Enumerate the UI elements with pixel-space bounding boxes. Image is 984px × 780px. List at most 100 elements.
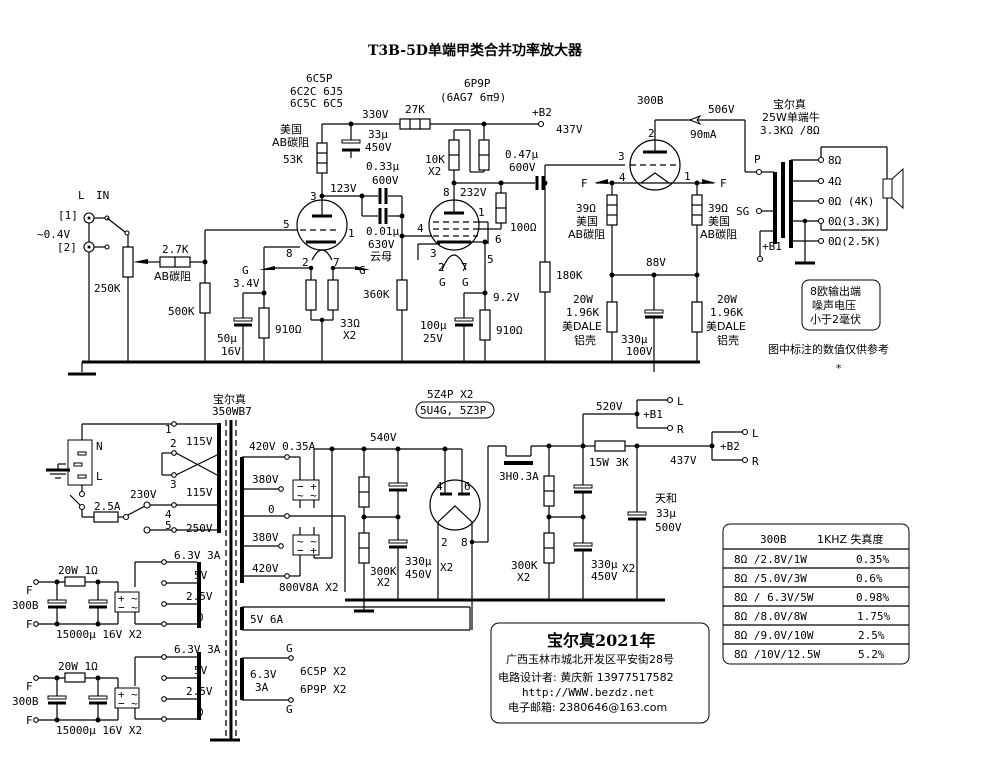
distortion-table: 300B 1KHZ 失真度 8Ω /2.8V/1W 0.35% 8Ω /5.0V… <box>722 523 910 665</box>
coupling-cap1-v: 600V <box>372 174 399 187</box>
input-level-label: ~0.4V <box>37 228 70 241</box>
psu-cap-top <box>388 482 408 487</box>
fs1-f-terminal-top[interactable] <box>33 579 39 585</box>
fs1-f-terminal-bottom[interactable] <box>33 621 39 627</box>
final-cap-label: 33μ <box>656 507 676 520</box>
supply-cap-label: 33μ <box>368 128 388 141</box>
ot-tap-25k-terminal[interactable] <box>817 237 825 245</box>
bridge-rectifier-1-icon <box>292 479 320 501</box>
pt-primary-v-1: 115V <box>186 435 213 448</box>
pt-primary-v-2: 115V <box>186 486 213 499</box>
credits-email[interactable]: 电子邮箱: 2380646@163.com <box>508 700 667 714</box>
g-terminal <box>288 655 294 661</box>
stage1-plate-res-note1: 美国 <box>280 123 302 136</box>
fil-res-left-note2: AB碳阻 <box>568 227 605 241</box>
fs2-f-bottom: F <box>26 714 33 727</box>
heater <box>441 254 467 271</box>
credits-url[interactable]: http://WWW.bezdz.net <box>522 686 654 699</box>
fs1-bridge-icon <box>114 591 140 613</box>
ot-tap-8-terminal[interactable] <box>817 156 825 164</box>
psu-v1-label: 540V <box>370 431 397 444</box>
rect-pin-4: 4 <box>436 480 443 493</box>
hv-tap-4: 420V <box>252 562 279 575</box>
fs1-cap-label: 15000μ 16V X2 <box>56 628 142 641</box>
ot-tap-3: 0Ω(3.3K) <box>828 215 881 228</box>
b2-terminal-top[interactable] <box>537 120 545 128</box>
fs2-f-terminal-top[interactable] <box>33 675 39 681</box>
b1-r-terminal[interactable] <box>666 424 674 432</box>
cross-wire <box>175 452 218 476</box>
fil-res-left-note1: 美国 <box>576 215 598 228</box>
s2-pin-8: 8 <box>443 186 450 199</box>
series-res-type: AB碳阻 <box>154 269 191 283</box>
fs2-tap-1: 5V <box>194 664 208 677</box>
fs2-cap-b <box>88 695 108 700</box>
grid-res-label: 500K <box>168 305 195 318</box>
output-cathode-v: 88V <box>646 256 666 269</box>
b2-l-terminal[interactable] <box>741 428 749 436</box>
b2-r-terminal[interactable] <box>741 456 749 464</box>
output-cathode-cap-label: 330μ <box>621 333 648 346</box>
fs1-f-top: F <box>26 584 33 597</box>
stage2-supply-v: 437V <box>556 123 583 136</box>
bridge-symbol: + ~ <box>118 592 138 605</box>
cross-wire <box>175 454 218 476</box>
fil-arrow-left-icon <box>259 266 275 270</box>
stage1-plate-resistor <box>316 142 328 174</box>
sel-230-contact[interactable] <box>143 501 151 509</box>
voltage-selector-switch[interactable] <box>127 505 146 516</box>
ot-tap-4-terminal[interactable] <box>817 177 825 185</box>
sel-250-contact[interactable] <box>143 526 151 534</box>
b1-l-terminal[interactable] <box>666 396 674 404</box>
input-selector-contact-2[interactable] <box>104 244 110 250</box>
ot-tap-33k-terminal[interactable] <box>817 217 825 225</box>
ot-sg-terminal[interactable] <box>755 207 763 215</box>
mains-n-label: N <box>96 440 103 453</box>
input-jack1-label: [1] <box>58 209 78 222</box>
socket-pin <box>77 474 87 479</box>
s2-pin-1: 1 <box>478 206 485 219</box>
pt-pin-3 <box>171 472 177 478</box>
fil-arrow-right-icon <box>355 266 370 270</box>
bridge-symbol: − ~ <box>118 697 138 710</box>
fs2-f-terminal-bottom[interactable] <box>33 717 39 723</box>
series-res-label: 2.7K <box>162 243 189 256</box>
ot-sg-label: SG <box>736 205 749 218</box>
table-header-model: 300B <box>760 533 787 546</box>
fil-res-label: 33Ω <box>340 317 360 330</box>
cathode-resistor-910 <box>258 307 270 339</box>
hv-tap <box>284 573 290 579</box>
pin-3: 3 <box>310 190 317 203</box>
hv-tap <box>284 513 290 519</box>
table-row-2-thd: 0.98% <box>856 591 889 604</box>
fil-f-left: F <box>581 177 588 190</box>
selector-230-label: 230V <box>130 488 157 501</box>
output-current: 90mA <box>690 128 717 141</box>
ot-p-terminal[interactable] <box>755 168 763 176</box>
cathode-res-label: 910Ω <box>275 323 302 336</box>
input-selector-switch[interactable] <box>106 217 126 233</box>
ot-tap-4k-terminal[interactable] <box>817 197 825 205</box>
output-stage-section: 300B 506V 90mA 2 3 4 1 F F 39Ω 美国 AB碳阻 3… <box>562 94 746 362</box>
ot-tap-0: 8Ω <box>828 154 842 167</box>
fil-g-left: G <box>242 264 249 277</box>
psu-cap2-v: 450V <box>591 570 618 583</box>
pt-pin-1 <box>171 421 177 427</box>
fuse-label: 2.5A <box>94 500 121 513</box>
bleeder2-label: 300K <box>511 559 538 572</box>
pt-primary-v-3: 250V <box>186 522 213 535</box>
stage1-equiv1: 6C2C 6J5 <box>290 85 343 98</box>
rectifier-equiv-box <box>415 401 495 419</box>
stage2-plate-v: 232V <box>460 186 487 199</box>
heater-6v3-a: 3A <box>255 681 269 694</box>
ot-b1-terminal[interactable] <box>756 255 764 263</box>
volume-pot-label: 250K <box>94 282 121 295</box>
pt-brand: 宝尔真 <box>213 392 246 406</box>
pot-wiper-arrow-icon <box>133 259 148 264</box>
s2-pin-7: 7 <box>461 261 468 274</box>
asterisk: * <box>836 362 842 375</box>
hv-tap <box>278 486 284 492</box>
volume-pot[interactable] <box>122 246 134 278</box>
noise-note-box <box>801 279 881 331</box>
